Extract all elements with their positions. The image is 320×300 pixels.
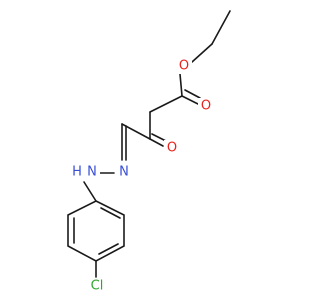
atom-ester-oxygen: O xyxy=(179,59,189,74)
atom-imine-nitrogen: N xyxy=(119,165,129,180)
bond-c1-o-double-a xyxy=(181,95,199,105)
molecule-diagram: O O O N N H Cl xyxy=(67,10,231,294)
atom-chlorine: Cl xyxy=(91,279,104,294)
bond-c3-o-double-b xyxy=(151,133,167,142)
ring-double-2 xyxy=(98,243,119,255)
bond-ch3-ch2 xyxy=(211,10,231,45)
atom-amine-nitrogen: N xyxy=(87,165,97,180)
atom-ketone-oxygen: O xyxy=(167,141,177,156)
atom-carbonyl-oxygen: O xyxy=(201,99,211,114)
bond-c1-c2 xyxy=(149,95,183,113)
structure-svg: O O O N N H Cl xyxy=(67,10,231,294)
bond-ch2-o xyxy=(191,43,213,63)
bond-o-c1 xyxy=(179,73,183,97)
bond-c1-o-double-b xyxy=(184,89,201,99)
benzene-ring xyxy=(67,200,125,262)
atom-amine-hydrogen: H xyxy=(72,165,82,180)
bond-c3-o-double-a xyxy=(149,138,164,147)
bond-nh-ring xyxy=(83,181,97,202)
ring-double-1 xyxy=(100,207,121,219)
